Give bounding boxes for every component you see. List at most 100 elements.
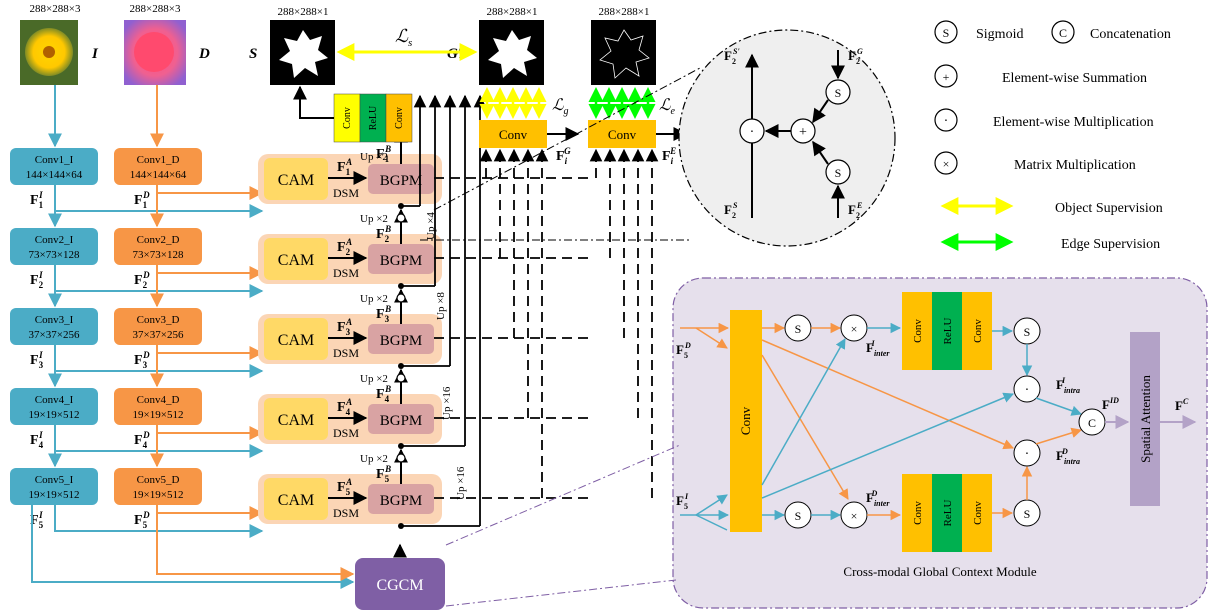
rgb-encoder-dim: 144×144×64: [26, 169, 83, 181]
svg-text:Conv: Conv: [912, 319, 924, 343]
edge-conv-block: Conv: [588, 120, 656, 148]
cam-label: CAM: [278, 492, 314, 509]
cam-label: CAM: [278, 412, 314, 429]
svg-text:+: +: [799, 125, 807, 140]
svg-text:Conv: Conv: [342, 107, 353, 129]
dsm-label: DSM: [333, 506, 359, 520]
dsm-label: DSM: [333, 266, 359, 280]
concat-legend-icon: C: [1059, 26, 1067, 40]
svg-text:Conv: Conv: [972, 501, 984, 525]
depth-symbol: D: [198, 46, 210, 62]
loss-s: ℒs: [395, 26, 412, 49]
upsample-node: [397, 214, 405, 222]
svg-text:Conv: Conv: [499, 127, 528, 142]
fb-label: F5B: [376, 464, 391, 484]
gt-output: 288×288×1 GT: [447, 6, 544, 85]
svg-text:Conv: Conv: [912, 501, 924, 525]
mul-legend-icon: ·: [944, 114, 949, 129]
rgb-feature-label: F1I: [30, 190, 44, 210]
svg-text:Conv: Conv: [394, 107, 405, 129]
dsm-label: DSM: [333, 346, 359, 360]
bgpm-label: BGPM: [380, 173, 423, 189]
encoders: Conv1_I144×144×64F1IConv2_I73×73×128F2IC…: [10, 148, 262, 531]
rgb-encoder-name: Conv3_I: [35, 314, 74, 326]
svg-text:Edge Supervision: Edge Supervision: [1061, 237, 1160, 252]
svg-text:Conv: Conv: [738, 406, 753, 435]
depth-dim-label: 288×288×3: [130, 3, 181, 15]
fb-label: F3B: [376, 304, 391, 324]
cgcm-block: CGCM: [355, 558, 445, 610]
depth-encoder-name: Conv3_D: [137, 314, 180, 326]
rgb-encoder-dim: 19×19×512: [29, 489, 80, 501]
depth-encoder-dim: 144×144×64: [130, 169, 187, 181]
fa-label: F5A: [337, 477, 352, 497]
depth-feature-label: F2D: [134, 270, 150, 290]
dsm-label: DSM: [333, 186, 359, 200]
rgb-feature-label: F2I: [30, 270, 44, 290]
depth-encoder-name: Conv2_D: [137, 234, 180, 246]
depth-flower: [134, 32, 174, 72]
svg-text:·: ·: [750, 125, 755, 140]
rgb-encoder-dim: 73×73×128: [29, 249, 80, 261]
spatial-attention-label: Spatial Attention: [1138, 375, 1153, 463]
svg-text:·: ·: [1025, 383, 1030, 398]
depth-feature-label: F3D: [134, 350, 150, 370]
up2-label: Up ×2: [360, 373, 388, 385]
depth-encoder-dim: 19×19×512: [133, 489, 184, 501]
svg-text:Conv: Conv: [972, 319, 984, 343]
matmul-legend-icon: ×: [943, 157, 950, 171]
bgpm-label: BGPM: [380, 333, 423, 349]
up2-label: Up ×2: [360, 213, 388, 225]
depth-encoder-name: Conv5_D: [137, 474, 180, 486]
svg-text:S: S: [795, 509, 802, 523]
svg-text:Object Supervision: Object Supervision: [1055, 201, 1163, 216]
fa-label: F2A: [337, 237, 352, 257]
gt-symbol: GT: [447, 46, 468, 62]
svg-text:ReLU: ReLU: [942, 500, 954, 527]
depth-encoder-name: Conv4_D: [137, 394, 180, 406]
depth-feature-label: F5D: [134, 510, 150, 530]
saliency-output: 288×288×1 S: [249, 6, 335, 85]
upsample-node: [397, 374, 405, 382]
head-conv-block: Conv ReLU Conv: [334, 94, 412, 142]
upsample-label: Up ×8: [435, 292, 447, 320]
dsm-label: DSM: [333, 426, 359, 440]
depth-encoder-dim: 19×19×512: [133, 409, 184, 421]
depth-feature-label: F4D: [134, 430, 150, 450]
upsample-label: Up ×16: [441, 386, 453, 420]
svg-text:Matrix Multiplication: Matrix Multiplication: [1014, 158, 1136, 173]
svg-text:ReLU: ReLU: [368, 105, 379, 130]
svg-text:Sigmoid: Sigmoid: [976, 27, 1023, 42]
upsample-label: Up ×16: [455, 466, 467, 500]
rgb-encoder-name: Conv5_I: [35, 474, 74, 486]
bgpm-label: BGPM: [380, 413, 423, 429]
svg-text:Conv: Conv: [608, 127, 637, 142]
fa-label: F3A: [337, 317, 352, 337]
fig-label: FiG: [556, 146, 571, 166]
depth-feature-label: F1D: [134, 190, 150, 210]
rgb-symbol: I: [91, 46, 99, 62]
rgb-dim-label: 288×288×3: [30, 3, 81, 15]
depth-input: 288×288×3 D: [124, 3, 210, 85]
svg-text:Element-wise Summation: Element-wise Summation: [1002, 71, 1147, 86]
legend: S Sigmoid C Concatenation + Element-wise…: [935, 21, 1171, 252]
cgcm-detail-panel: Cross-modal Global Context Module Conv F…: [673, 278, 1207, 608]
rgb-encoder-name: Conv4_I: [35, 394, 74, 406]
svg-text:S: S: [1024, 507, 1031, 521]
svg-text:ReLU: ReLU: [942, 318, 954, 345]
rgb-feature-label: F3I: [30, 350, 44, 370]
svg-text:Concatenation: Concatenation: [1090, 27, 1171, 42]
cam-label: CAM: [278, 252, 314, 269]
cam-label: CAM: [278, 332, 314, 349]
s-symbol: S: [249, 46, 257, 62]
cgcm-label: CGCM: [376, 577, 423, 594]
up2-label: Up ×2: [360, 453, 388, 465]
sigmoid-legend-icon: S: [943, 26, 950, 40]
fie-label: FiE: [662, 146, 676, 166]
cam-label: CAM: [278, 172, 314, 189]
gt-conv-block: Conv: [479, 120, 547, 148]
rgb-encoder-dim: 37×37×256: [29, 329, 80, 341]
fa-label: F1A: [337, 157, 352, 177]
